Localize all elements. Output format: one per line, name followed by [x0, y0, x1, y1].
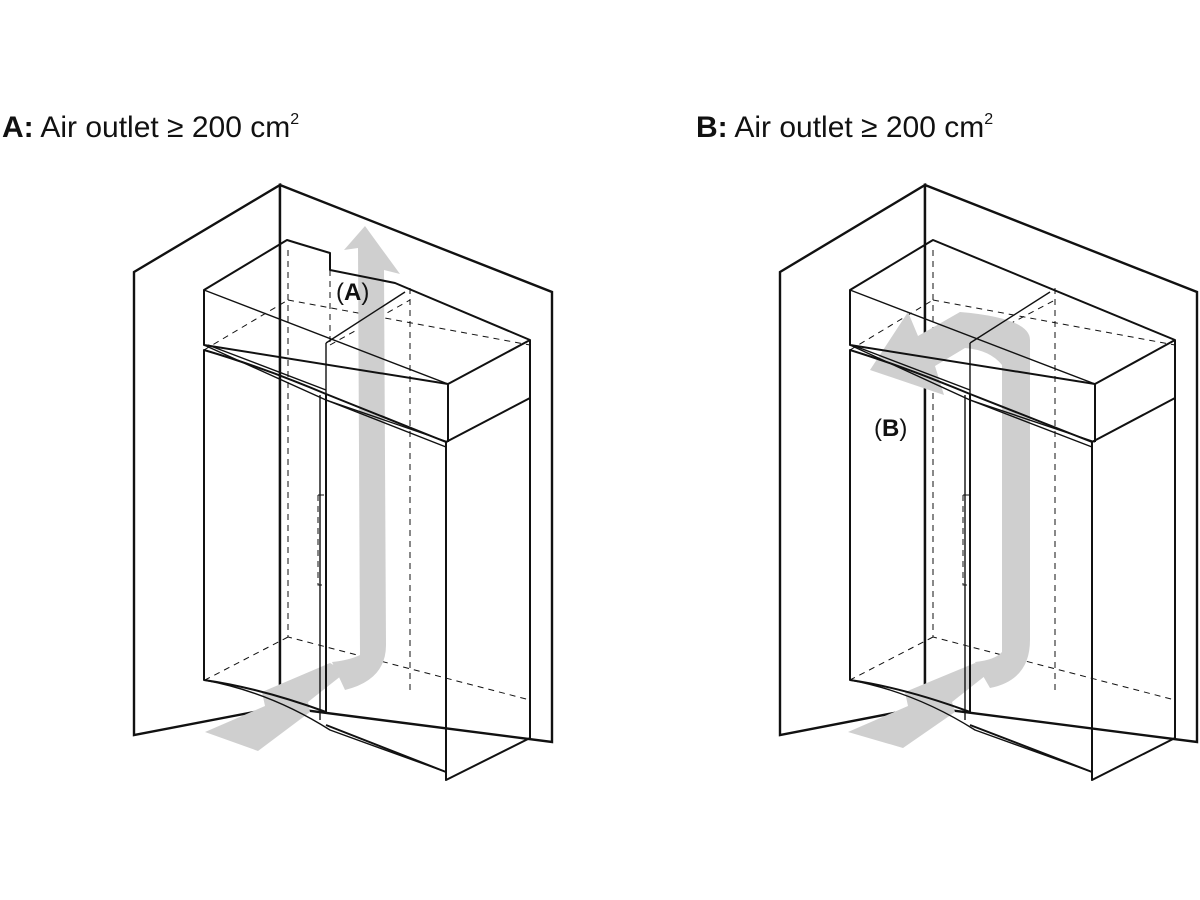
- panel-b-heading-sup: 2: [984, 111, 993, 128]
- panel-b-overhead-cabinet-icon: [849, 239, 1176, 443]
- panel-b-airflow-arrow-icon: [848, 312, 1030, 748]
- panel-a-callout-label: (A): [336, 279, 369, 306]
- panel-a-heading-sup: 2: [290, 111, 299, 128]
- panel-a-heading: A: Air outlet ≥ 200 cm2: [2, 111, 299, 144]
- panel-a-airflow-arrow-icon: [205, 226, 400, 751]
- panel-a-hidden-lines: [203, 250, 531, 701]
- panel-b-heading-key: B:: [696, 111, 728, 144]
- panel-a-heading-text: Air outlet ≥ 200 cm: [34, 111, 291, 144]
- panel-b-callout-label: (B): [874, 415, 907, 442]
- panel-b-heading: B: Air outlet ≥ 200 cm2: [696, 111, 993, 144]
- panel-b: B: Air outlet ≥ 200 cm2: [696, 111, 1199, 781]
- panel-b-wall-corner-icon: [778, 182, 1199, 744]
- panel-a-overhead-cabinet-icon: [203, 239, 531, 443]
- panel-a-heading-key: A:: [2, 111, 34, 144]
- panel-a: A: Air outlet ≥ 200 cm2: [2, 111, 554, 781]
- panel-a-fridge-freezer-unit-icon: [203, 344, 531, 781]
- panel-a-wall-corner-icon: [132, 182, 554, 744]
- panel-b-heading-text: Air outlet ≥ 200 cm: [728, 111, 985, 144]
